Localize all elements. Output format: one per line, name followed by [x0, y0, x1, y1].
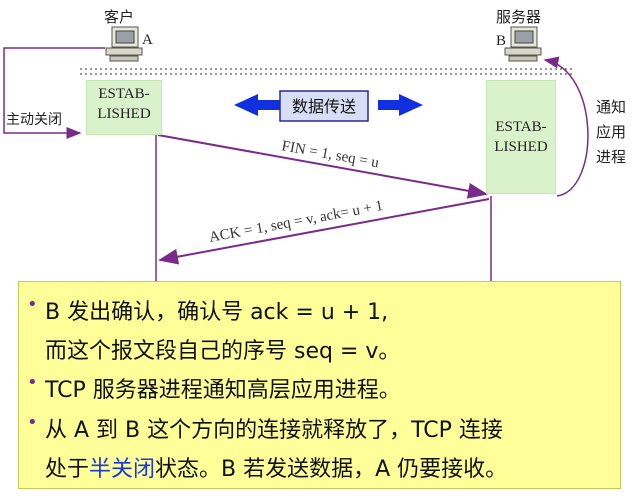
notify-label-2: 应用 — [596, 123, 627, 141]
server-host-letter: B — [496, 33, 506, 49]
data-transfer-arrow — [234, 94, 423, 116]
note-text-2: 而这个报文段自己的序号 seq = v。 — [45, 339, 401, 364]
client-state-line1: ESTAB- — [98, 86, 150, 102]
server-state-line2: LISHED — [494, 139, 548, 155]
data-transfer-box — [279, 90, 369, 122]
client-title: 客户 — [104, 8, 134, 26]
client-state-box: ESTAB- LISHED — [86, 80, 162, 135]
note-text-4: 从 A 到 B 这个方向的连接就释放了，TCP 连接 — [45, 418, 503, 443]
note-line-4: • 从 A 到 B 这个方向的连接就释放了，TCP 连接 — [27, 412, 503, 444]
client-state-line2: LISHED — [97, 106, 151, 122]
half-close-term: 半关闭 — [89, 457, 156, 482]
ack-label: ACK = 1, seq = v, ack= u + 1 — [208, 198, 385, 246]
bullet-icon: • — [27, 412, 38, 433]
note-line-3: • TCP 服务器进程通知高层应用进程。 — [27, 372, 401, 404]
bullet-icon: • — [27, 294, 38, 315]
note-line-5: 处于半关闭状态。B 若发送数据，A 仍要接收。 — [45, 451, 507, 483]
server-state-box: ESTAB- LISHED — [486, 80, 556, 194]
fin-segment-arrow — [157, 134, 488, 199]
note-text-5-post: 状态。B 若发送数据，A 仍要接收。 — [155, 457, 508, 482]
explanation-note: • B 发出确认，确认号 ack = u + 1, 而这个报文段自己的序号 se… — [18, 281, 621, 489]
active-close-arrow — [3, 47, 105, 139]
server-title: 服务器 — [496, 8, 541, 26]
active-close-label: 主动关闭 — [6, 112, 62, 128]
notify-label-3: 进程 — [596, 148, 627, 166]
note-text-3: TCP 服务器进程通知高层应用进程。 — [45, 378, 401, 403]
ack-segment-arrow — [158, 198, 490, 265]
note-line-2: 而这个报文段自己的序号 seq = v。 — [45, 333, 400, 365]
note-text-5-pre: 处于 — [45, 457, 90, 482]
note-text-1: B 发出确认，确认号 ack = u + 1, — [45, 300, 389, 325]
server-state-line1: ESTAB- — [495, 119, 547, 135]
note-line-1: • B 发出确认，确认号 ack = u + 1, — [27, 294, 389, 326]
server-computer-icon — [504, 26, 542, 62]
notify-label-1: 通知 — [596, 98, 627, 116]
client-computer-icon — [105, 26, 143, 62]
data-transfer-label: 数据传送 — [292, 97, 356, 116]
notify-app-arrow — [543, 56, 589, 197]
bullet-icon: • — [27, 372, 38, 393]
client-host-letter: A — [142, 32, 153, 48]
